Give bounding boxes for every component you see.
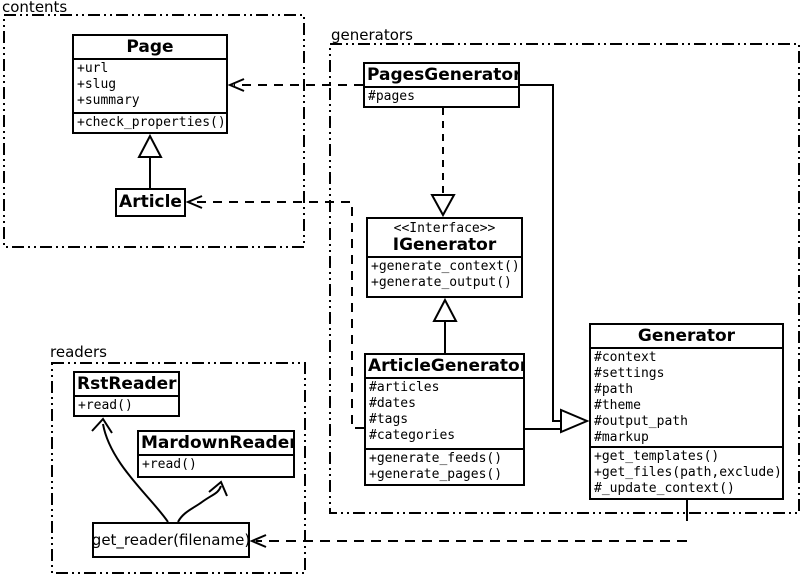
- attribute: #markup: [594, 430, 649, 445]
- class-generator-methods: +get_templates() +get_files(path,exclude…: [591, 446, 782, 498]
- edge-articlegenerator-extends-igenerator: [432, 297, 458, 353]
- edge-articlegenerator-uses-article: [185, 195, 364, 429]
- edge-getreader-rstreader: [91, 417, 169, 523]
- method: #_update_context(): [594, 481, 735, 496]
- edge-generators-extend-generator: [520, 84, 590, 434]
- attribute: +url: [77, 61, 109, 76]
- attribute: #articles: [369, 380, 440, 395]
- edge-article-extends-page: [137, 133, 163, 188]
- edge-getreader-mardownreader: [177, 480, 228, 523]
- class-article: Article: [115, 188, 186, 217]
- class-generator: Generator #context #settings #path #them…: [589, 323, 784, 500]
- class-rstreader: RstReader +read(): [73, 371, 180, 417]
- package-label-readers: readers: [50, 343, 107, 361]
- class-mardownreader-title: MardownReader: [141, 433, 295, 453]
- class-page: Page +url +slug +summary +check_properti…: [72, 34, 228, 134]
- attribute: #theme: [594, 398, 641, 413]
- package-label-generators: generators: [331, 26, 413, 44]
- attribute: #tags: [369, 412, 409, 427]
- package-label-contents: contents: [2, 0, 68, 16]
- class-articlegenerator-title: ArticleGenerator: [368, 356, 525, 376]
- attribute: #path: [594, 382, 634, 397]
- method: +generate_output(): [371, 275, 512, 290]
- method: +generate_context(): [371, 259, 520, 274]
- method: +generate_pages(): [369, 467, 503, 482]
- class-generator-title: Generator: [637, 326, 736, 346]
- class-igenerator-title: IGenerator: [392, 235, 497, 255]
- function-get-reader: get_reader(filename): [92, 522, 250, 558]
- method: +check_properties(): [77, 115, 226, 130]
- attribute: #dates: [369, 396, 416, 411]
- class-articlegenerator: ArticleGenerator #articles #dates #tags …: [364, 353, 525, 486]
- attribute: #settings: [594, 366, 665, 381]
- class-igenerator: <<Interface>> IGenerator +generate_conte…: [366, 217, 523, 298]
- method: +read(): [142, 457, 197, 472]
- class-rstreader-title: RstReader: [77, 374, 177, 394]
- function-get-reader-label: get_reader(filename): [92, 531, 250, 549]
- class-igenerator-methods: +generate_context() +generate_output(): [368, 256, 521, 296]
- edge-generator-uses-getreader: [249, 500, 688, 548]
- class-mardownreader: MardownReader +read(): [137, 430, 295, 478]
- class-articlegenerator-methods: +generate_feeds() +generate_pages(): [366, 448, 523, 484]
- class-page-title: Page: [126, 37, 174, 57]
- class-articlegenerator-attributes: #articles #dates #tags #categories: [366, 377, 523, 448]
- method: +get_templates(): [594, 449, 720, 464]
- class-pagesgenerator: PagesGenerator #pages: [363, 62, 520, 108]
- class-pagesgenerator-title: PagesGenerator: [367, 65, 520, 85]
- method: +generate_feeds(): [369, 451, 503, 466]
- class-mardownreader-methods: +read(): [139, 454, 293, 476]
- class-rstreader-methods: +read(): [75, 395, 178, 415]
- edge-pagesgenerator-implements-igenerator: [430, 108, 456, 218]
- class-pagesgenerator-attributes: #pages: [365, 86, 518, 106]
- class-page-methods: +check_properties(): [74, 112, 226, 132]
- attribute: #output_path: [594, 414, 688, 429]
- class-page-attributes: +url +slug +summary: [74, 58, 226, 112]
- package-contents-border: [3, 14, 305, 248]
- class-igenerator-header: <<Interface>> IGenerator: [368, 219, 521, 256]
- attribute: #categories: [369, 428, 456, 443]
- method: +read(): [78, 398, 133, 413]
- attribute: #context: [594, 350, 657, 365]
- class-generator-attributes: #context #settings #path #theme #output_…: [591, 347, 782, 446]
- method: +get_files(path,exclude): [594, 465, 782, 480]
- attribute: +slug: [77, 77, 117, 92]
- class-igenerator-stereotype: <<Interface>>: [393, 221, 496, 236]
- class-article-title: Article: [119, 192, 182, 212]
- package-generators-border: [329, 43, 800, 514]
- edge-pagesgenerator-uses-page: [227, 78, 363, 92]
- attribute: +summary: [77, 93, 140, 108]
- package-readers-border: [51, 362, 306, 574]
- attribute: #pages: [368, 89, 415, 104]
